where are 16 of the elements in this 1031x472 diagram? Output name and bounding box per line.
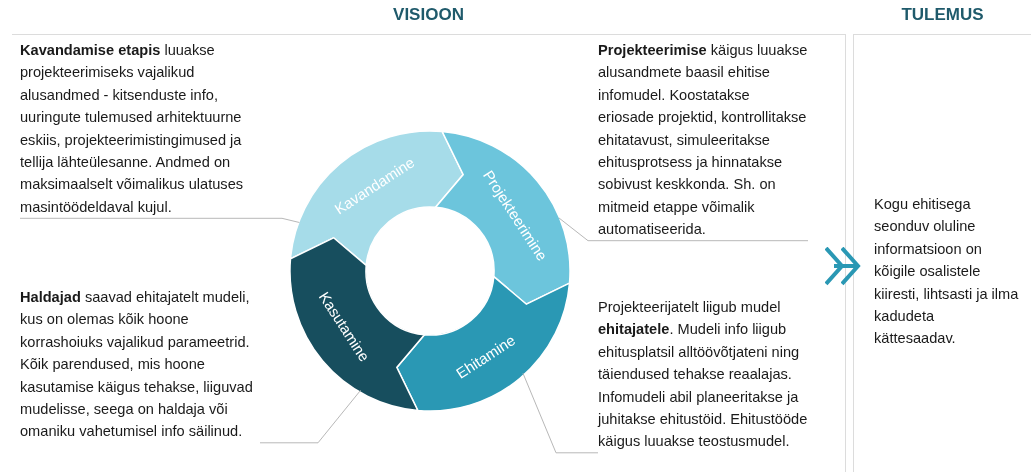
cycle-arrow-segment bbox=[434, 130, 571, 305]
section-heading: TULEMUS bbox=[900, 5, 985, 25]
description-text: Kavandamise etapis luuakse projekteerimiseks vajalikud alusandmed - kitsenduste info, uuringute tulemused arhitektuurne eskiis, projekteerimistingimused ja tellija lähteülesanne. Andmed on maksimaalselt võimalikus ulatuses masintöödeldaval kujul. bbox=[20, 41, 245, 217]
leader-line bbox=[259, 389, 361, 444]
description-text: Kogu ehitisega seonduv oluline informatsioon on kõigile osalistele kiiresti, lihtsasti ja ilma kadudeta kättesaadav. bbox=[874, 195, 1019, 349]
leader-line bbox=[522, 372, 599, 454]
section-heading: VISIOON bbox=[392, 5, 465, 25]
leader-line bbox=[19, 217, 300, 223]
leader-line bbox=[558, 217, 809, 242]
cycle-arrow-segment bbox=[289, 130, 464, 267]
cycle-arrow-segment bbox=[396, 275, 571, 412]
description-text: Projekteerijatelt liigub mudel ehitajatele. Mudeli info liigub ehitusplatsil alltöövõtjateni ning täiendused tehakse reaalajas. Infomudeli abil planeeritakse ja juhitakse ehitustöid. Ehitustööde käigus luuakse teostusmudel. bbox=[598, 298, 809, 452]
description-text: Projekteerimise käigus luuakse alusandmete baasil ehitise infomudel. Koostatakse eriosade projektid, kontrollitakse ehitatavust, simuleeritakse ehitusprotsess ja hinnatakse sobivust keskkonda. Sh. on mitmeid etappe võimalik automatiseerida. bbox=[598, 41, 808, 240]
description-text: Haldajad saavad ehitajatelt mudeli, kus on olemas kõik hoone korrashoiuks vajalikud parameetrid. Kõik parendused, mis hoone kasutamise käigus tehakse, liiguvad mudelisse, seega on haldaja või omaniku vahetumisel info säilinud. bbox=[20, 288, 254, 442]
chevron-arrow bbox=[825, 247, 861, 286]
cycle-arrow-segment bbox=[289, 237, 426, 412]
